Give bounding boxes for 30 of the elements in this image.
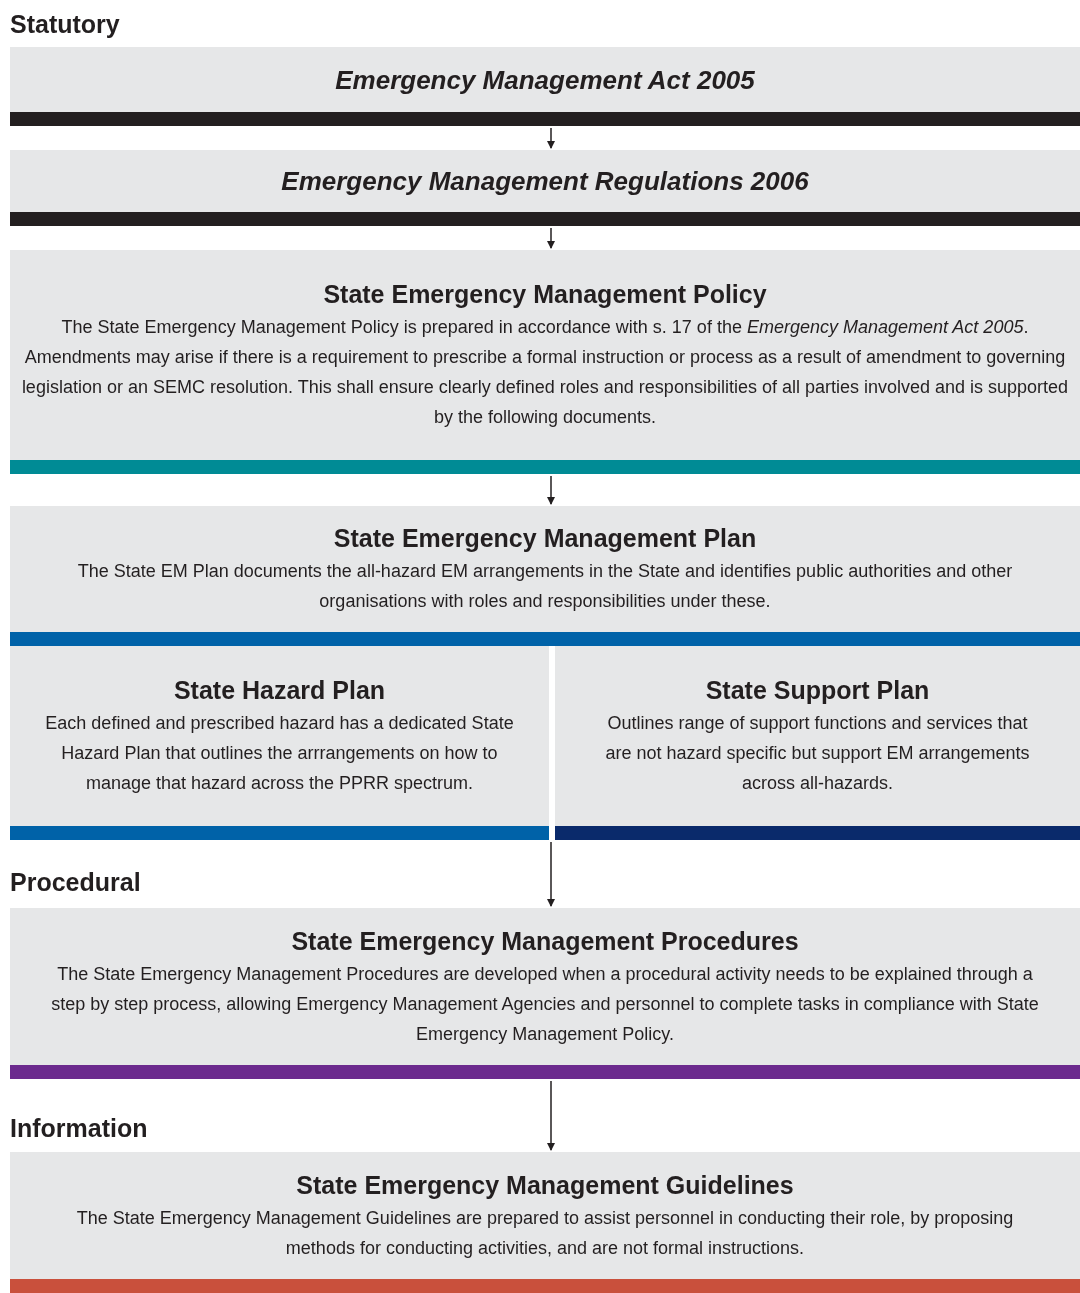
arrow (547, 127, 555, 149)
box-heading: State Emergency Management Policy (323, 279, 767, 310)
document-box (10, 150, 1080, 226)
document-box (10, 250, 1080, 474)
document-box (555, 646, 1080, 840)
box-heading: State Hazard Plan (173, 675, 386, 706)
document-box (10, 1152, 1080, 1293)
box-description: Outlines range of support functions and services that are not hazard specific but support EM arrangements across all-hazards. (604, 712, 1031, 795)
box-heading: State Emergency Management Plan (333, 523, 757, 554)
box-description: The State Emergency Management Procedures are developed when a procedural activity needs to be explained through a step by step process, allowing Emergency Management Agencies and personnel to complete tasks in compliance with State Emergency Management Policy. (50, 962, 1040, 1046)
document-box (10, 646, 549, 840)
box-heading: State Emergency Management Guidelines (296, 1169, 794, 1201)
arrow (547, 1080, 555, 1151)
section-heading: Statutory (10, 9, 120, 40)
act-title: Emergency Management Act 2005 (335, 63, 755, 96)
act-title: Emergency Management Regulations 2006 (281, 165, 809, 197)
section-heading: Information (10, 1113, 148, 1144)
arrow (547, 475, 555, 505)
document-box (10, 47, 1080, 126)
arrow (547, 227, 555, 249)
box-description: Each defined and prescribed hazard has a dedicated State Hazard Plan that outlines the arrrangements on how to manage that hazard across the PPRR spectrum. (44, 712, 515, 795)
section-heading: Procedural (10, 867, 141, 898)
box-heading: State Support Plan (705, 675, 930, 706)
document-box (10, 506, 1080, 646)
box-heading: State Emergency Management Procedures (291, 925, 799, 957)
box-description: The State Emergency Management Guidelines are prepared to assist personnel in conducting their role, by proposing methods for conducting activities, and are not formal instructions. (75, 1206, 1015, 1260)
document-box (10, 908, 1080, 1079)
box-description: The State Emergency Management Policy is prepared in accordance with s. 17 of the Emergency Management Act 2005. Amendments may arise if there is a requirement to prescribe a formal instruction or process as a result of amendment to governing legislation or an SEMC resolution. This shall ensure clearly defined roles and responsibilities of all parties involved and is supported by the following documents. (20, 316, 1070, 429)
arrow (547, 841, 555, 907)
box-description: The State EM Plan documents the all-hazard EM arrangements in the State and identifies public authorities and other organisations with roles and responsibilities under these. (76, 560, 1014, 613)
